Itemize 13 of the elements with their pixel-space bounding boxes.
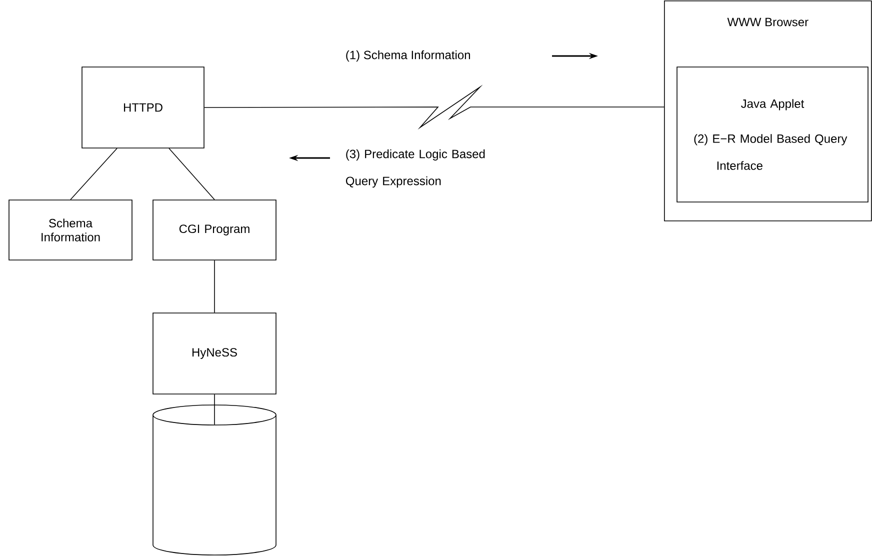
component-box: HTTPD — [82, 66, 204, 148]
connector-line — [214, 394, 215, 425]
annotation-text: (3) Predicate Logic Based Query Expression — [346, 149, 485, 188]
component-box: Schema Information — [8, 200, 132, 260]
description-text: (2) E−R Model Based Query Interface — [694, 134, 848, 170]
component-box: CGI Program — [152, 200, 276, 260]
applet-box — [676, 66, 868, 202]
component-box: HyNeSS — [152, 312, 276, 394]
heading-text: Java Applet — [741, 99, 804, 110]
connector-line — [204, 84, 664, 130]
connector-line — [214, 260, 215, 313]
database-cylinder — [152, 404, 276, 556]
annotation-text: (1) Schema Information — [346, 50, 470, 62]
